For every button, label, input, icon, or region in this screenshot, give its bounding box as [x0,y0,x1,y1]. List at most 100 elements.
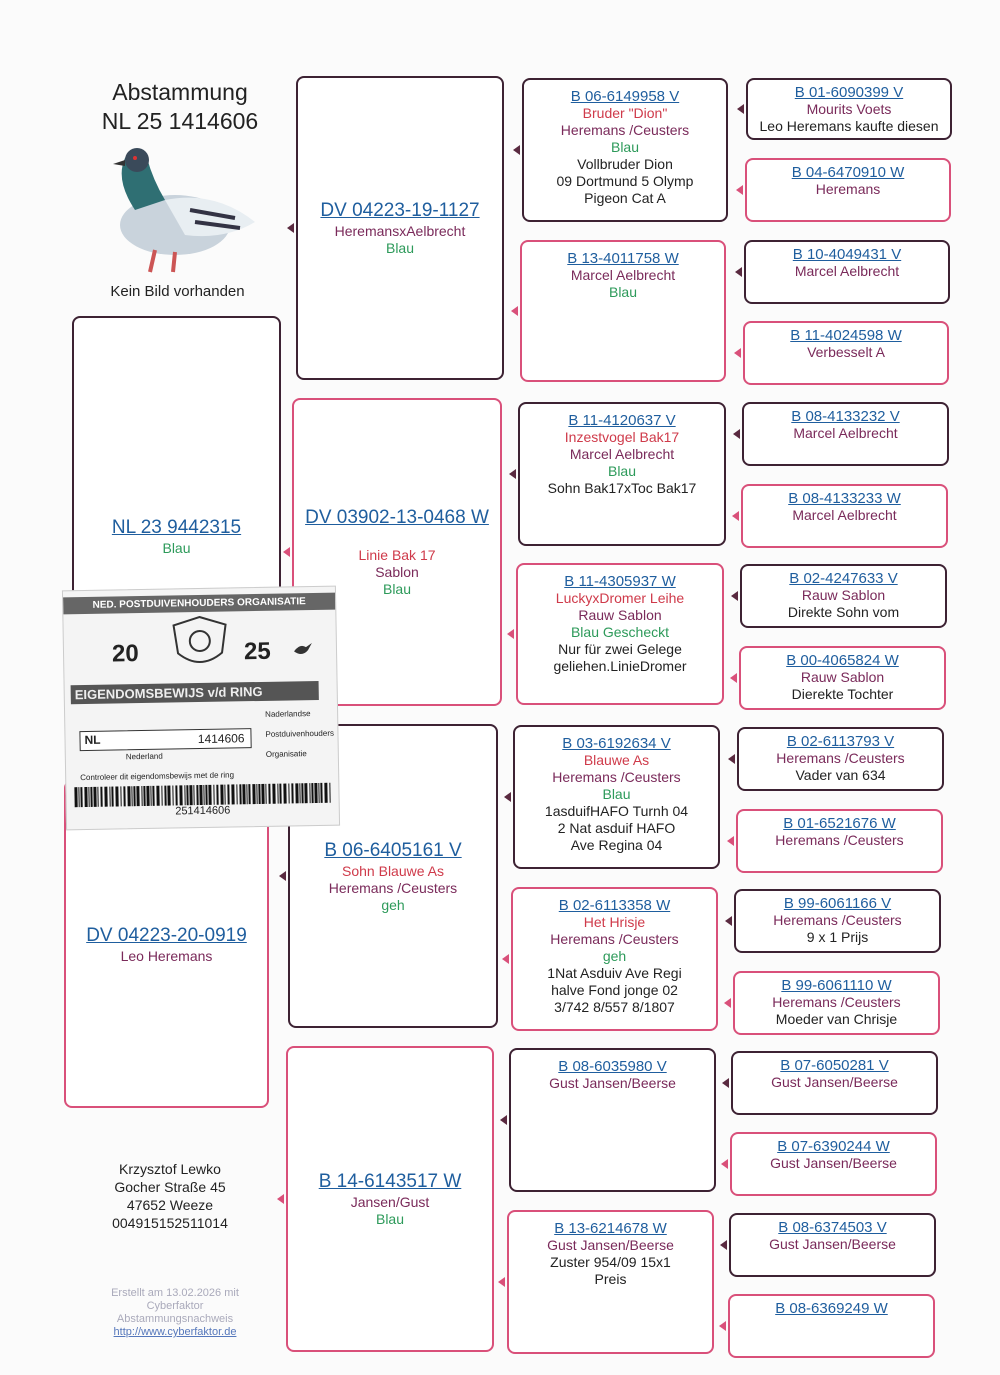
pigeon-info-line: Marcel Aelbrecht [570,267,676,283]
pigeon-info-line: Gust Jansen/Beerse [771,1074,898,1090]
barcode-bar [324,782,328,803]
ring-number[interactable]: B 13-4011758 W [567,250,679,267]
link-arrow-icon [728,754,735,764]
ring-number[interactable]: B 11-4305937 W [564,573,676,590]
ring-number[interactable]: NL 23 9442315 [111,516,242,538]
ring-number[interactable]: DV 04223-19-1127 [320,200,480,221]
pigeon-info-line: LuckyxDromer Leihe [555,590,685,606]
link-arrow-icon [737,104,744,114]
pigeon-info-line: Gust Jansen/Beerse [769,1236,896,1252]
pigeon-info-line: Blau [375,1211,405,1227]
barcode-bar [146,785,150,806]
ring-number[interactable]: B 00-4065824 W [786,652,899,669]
pigeon-info-line: Gust Jansen/Beerse [549,1075,676,1091]
link-arrow-icon [719,1321,726,1331]
pigeon-info-line: Heremans /Ceusters [775,832,904,848]
barcode-bar [272,783,276,804]
ring-number[interactable]: B 04-6470910 W [791,164,905,181]
ring-number[interactable]: B 08-6374503 V [778,1219,887,1236]
ring-number[interactable]: DV 04223-20-0919 [86,924,247,946]
pigeon-info-line: 1asduifHAFO Turnh 04 [544,803,689,819]
barcode-bar [164,785,167,806]
ring-number[interactable]: B 99-6061166 V [783,895,892,912]
pigeon-info-line: Blau [610,139,640,155]
ring-number[interactable]: B 08-4133232 V [791,408,900,425]
barcode-bar [258,783,261,805]
ring-number[interactable]: B 07-6050281 V [780,1057,889,1074]
card-title: EIGENDOMSBEWIJS v/d RING [70,680,319,705]
owner-street: Gocher Straße 45 [114,1179,226,1195]
pigeon-info-line: Heremans [815,181,881,197]
ring-number[interactable]: B 08-4133233 W [788,490,901,507]
pigeon-info-line: Leo Heremans kaufte diesen [759,118,939,134]
ring-number[interactable]: B 01-6521676 W [783,815,896,832]
card-label-o: Organisatie [265,749,307,759]
owner-city: 47652 Weeze [126,1197,214,1213]
footer-link[interactable]: http://www.cyberfaktor.de [113,1326,237,1338]
dove-icon [294,643,312,654]
ring-number[interactable]: B 02-6113358 W [558,897,671,914]
link-arrow-icon [502,954,509,964]
ring-number[interactable]: B 02-4247633 V [789,570,898,587]
pigeon-info-line: Direkte Sohn vom [787,604,900,620]
pigeon-info-line: 3/742 8/557 8/1807 [554,999,675,1015]
link-arrow-icon [734,348,741,358]
barcode-bar [179,785,183,806]
pigeon-info-line: Gust Jansen/Beerse [770,1155,897,1171]
barcode-bar [156,785,160,806]
barcode-bar [216,784,219,805]
barcode-bar [104,786,108,807]
ring-number[interactable]: B 08-6369249 W [775,1300,888,1317]
barcode-bar [123,786,126,807]
pigeon-info-line: Blauwe As [583,752,650,768]
pigeon-info-line: 1Nat Asduiv Ave Regi [547,965,682,981]
barcode-bar [93,786,97,807]
pigeon-info-line: Blau [608,284,638,300]
footer-line3: Abstammungsnachweis [116,1313,234,1325]
ring-number[interactable]: B 02-6113793 V [786,733,895,750]
pigeon-info-line: Inzestvogel Bak17 [564,429,680,445]
ring-number[interactable]: B 07-6390244 W [777,1138,890,1155]
ring-number[interactable]: B 11-4024598 W [790,327,902,344]
ring-number[interactable]: B 10-4049431 V [792,246,902,263]
link-arrow-icon [731,591,738,601]
pigeon-info-line: Blau Gescheckt [570,624,670,640]
barcode-bar [279,783,282,804]
ring-number[interactable]: B 06-6405161 V [324,839,462,861]
link-arrow-icon [287,223,294,233]
barcode-bar [220,784,224,805]
ring-number[interactable]: DV 03902-13-0468 W [305,507,489,528]
pigeon-info-line: Verbesselt A [807,344,885,360]
barcode-bar [265,783,267,804]
ring-number[interactable]: B 11-4120637 V [568,412,676,429]
pigeon-info-line: Rauw Sablon [578,607,662,623]
ring-number[interactable]: B 14-6143517 W [318,1171,462,1192]
card-land: Nederland [125,751,163,762]
barcode-bar [90,786,93,807]
link-arrow-icon [507,629,514,639]
barcode-bar [311,783,314,804]
barcode-bar [100,786,103,807]
card-year-right: 25 [243,637,271,666]
ring-number[interactable]: B 01-6090399 V [794,84,904,101]
pigeon-info-line: Sohn Blauwe As [342,862,444,879]
link-arrow-icon [720,1240,727,1250]
ring-number[interactable]: B 03-6192634 V [562,735,671,752]
card-label-n: Naderlandse [265,709,311,719]
barcode-bar [329,782,331,803]
ring-number[interactable]: B 13-6214678 W [554,1220,667,1237]
pigeon-info-line: Blau [385,240,415,256]
pigeon-info-line: Blau [607,463,637,479]
owner-info: Krzysztof Lewko Gocher Straße 45 47652 W… [70,1160,270,1232]
pigeon-info-line: Heremans /Ceusters [776,750,905,766]
ring-number[interactable]: B 08-6035980 V [558,1058,667,1075]
ring-number[interactable]: B 99-6061110 W [781,977,892,994]
ring-number[interactable]: B 06-6149958 V [570,88,680,105]
link-arrow-icon [283,547,290,557]
barcode-bar [74,787,78,808]
barcode-bar [231,784,235,805]
